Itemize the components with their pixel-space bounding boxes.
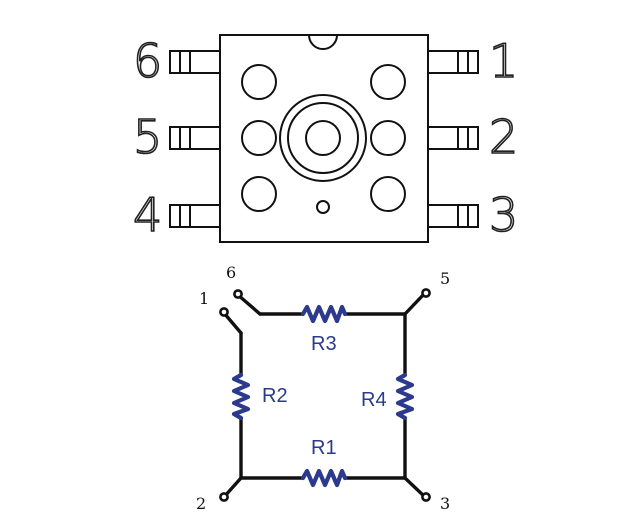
terminal-label-1: 1: [199, 289, 209, 308]
resistor-label-r1: R1: [311, 437, 337, 459]
lead-terminal-1: [222, 311, 243, 335]
lead-2: [427, 126, 479, 150]
resistor-r4: [395, 372, 415, 421]
hole-mid-right: [370, 120, 406, 156]
pin-label-left-bottom: 4: [133, 188, 162, 242]
lead-5: [169, 126, 221, 150]
resistor-label-r2: R2: [262, 385, 288, 407]
resistor-r3: [300, 304, 348, 324]
pin-label-left-mid: 5: [133, 110, 162, 164]
hole-bottom-right: [370, 176, 406, 212]
package-notch: [308, 34, 338, 50]
terminal-5: [421, 288, 431, 298]
resistor-label-r3: R3: [311, 333, 337, 355]
lead-4: [169, 204, 221, 228]
terminal-6: [233, 289, 243, 299]
lead-terminal-3: [403, 476, 427, 499]
right-leads: [427, 50, 479, 228]
resistor-r1: [300, 468, 348, 488]
terminal-2: [219, 492, 229, 502]
lead-terminal-5: [403, 291, 427, 316]
hole-top-right: [370, 64, 406, 100]
pin-label-right-top: 1: [489, 34, 518, 88]
hole-top-left: [241, 64, 277, 100]
bridge-schematic: 6 1 5 2 3 R3 R2 R4 R1: [196, 263, 450, 512]
pin-label-right-bottom: 3: [489, 188, 518, 242]
package-top-view: 6 5 4 1 2 3: [132, 33, 519, 243]
small-vent: [316, 200, 330, 214]
terminal-label-3: 3: [440, 494, 450, 512]
terminal-label-2: 2: [196, 494, 206, 512]
hole-mid-left: [241, 120, 277, 156]
lead-terminal-6: [236, 293, 262, 316]
center-port: [279, 94, 367, 182]
left-leads: [169, 50, 221, 228]
terminal-3: [421, 492, 431, 502]
terminal-1: [219, 307, 229, 317]
lead-1: [427, 50, 479, 74]
pin-label-left-top: 6: [133, 34, 162, 88]
terminal-label-6: 6: [226, 263, 236, 282]
pin-label-right-mid: 2: [489, 110, 518, 164]
resistor-label-r4: R4: [361, 389, 387, 411]
hole-bottom-left: [241, 176, 277, 212]
lead-6: [169, 50, 221, 74]
lead-3: [427, 204, 479, 228]
terminal-label-5: 5: [440, 269, 450, 288]
resistor-r2: [231, 372, 251, 421]
